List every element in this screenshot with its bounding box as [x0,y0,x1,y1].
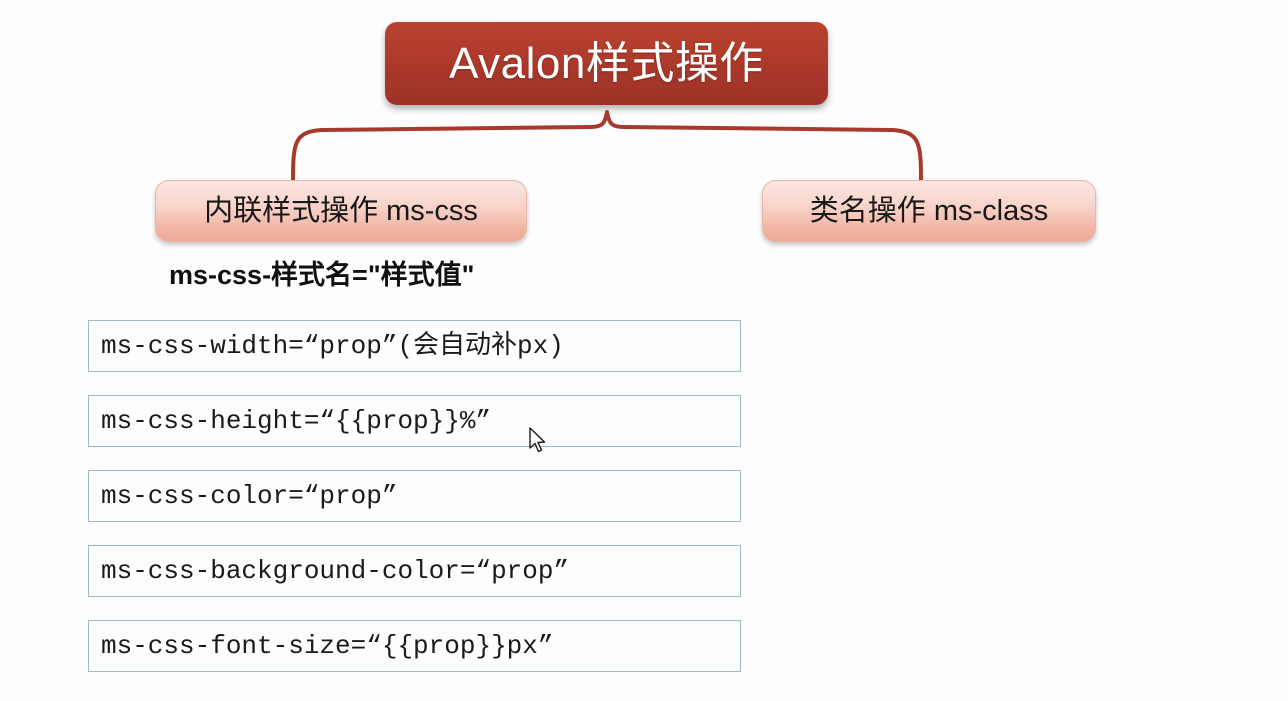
code-example-list: ms-css-width=“prop”(会自动补px) ms-css-heigh… [88,320,741,695]
code-text: ms-css-background-color=“prop” [101,556,570,586]
code-box: ms-css-height=“{{prop}}%” [88,395,741,447]
code-text: ms-css-width=“prop”(会自动补px) [101,331,564,361]
curly-brace-icon [291,110,923,182]
code-box: ms-css-font-size=“{{prop}}px” [88,620,741,672]
code-text: ms-css-color=“prop” [101,481,398,511]
slide-title-box: Avalon样式操作 [385,22,828,105]
brace-connector [285,110,935,182]
code-box: ms-css-background-color=“prop” [88,545,741,597]
branch-box-class-name[interactable]: 类名操作 ms-class [762,180,1096,242]
page-title: Avalon样式操作 [449,38,764,88]
code-text: ms-css-font-size=“{{prop}}px” [101,631,554,661]
branch-label-inline-style: 内联样式操作 ms-css [204,194,478,227]
branch-box-inline-style[interactable]: 内联样式操作 ms-css [155,180,527,242]
branch-label-class-name: 类名操作 ms-class [809,194,1049,227]
code-box: ms-css-width=“prop”(会自动补px) [88,320,741,372]
code-text: ms-css-height=“{{prop}}%” [101,406,492,436]
syntax-pattern-label: ms-css-样式名="样式值" [169,260,475,290]
code-box: ms-css-color=“prop” [88,470,741,522]
